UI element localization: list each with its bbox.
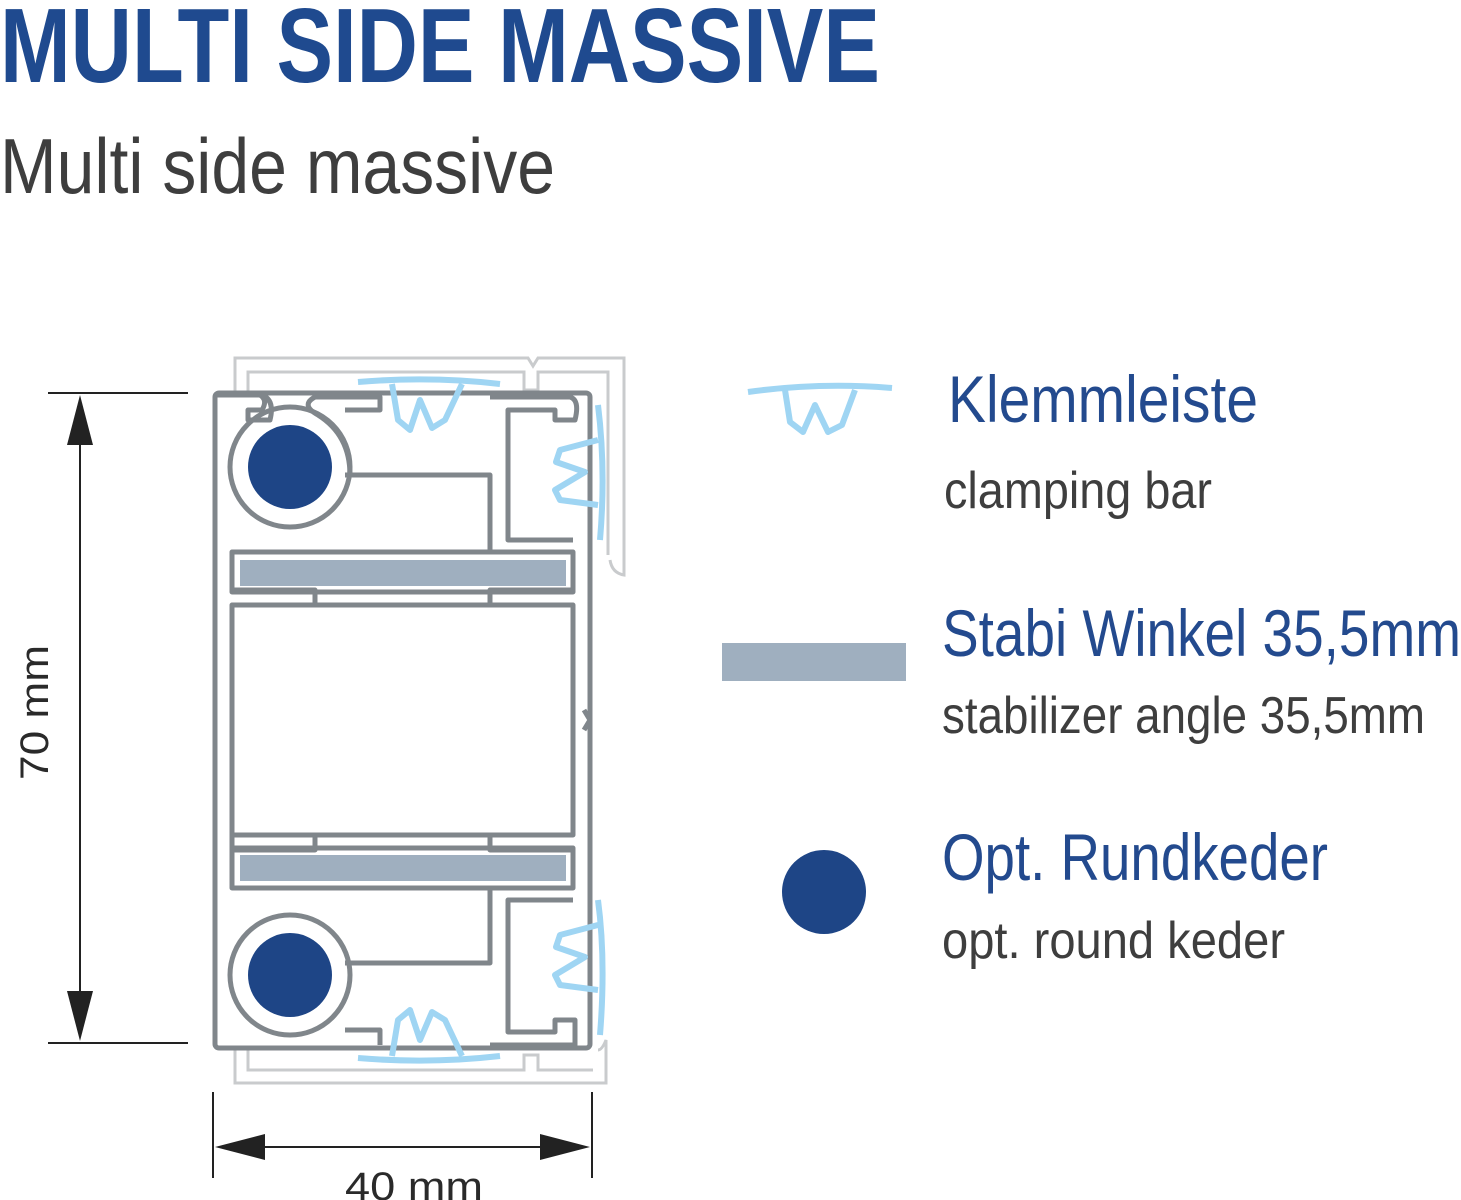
legend-label: Klemmleiste xyxy=(948,362,1258,436)
page-title: MULTI SIDE MASSIVE xyxy=(0,0,880,105)
legend-item-stabilizer: Stabi Winkel 35,5mm stabilizer angle 35,… xyxy=(722,596,1461,745)
aluminium-profile xyxy=(212,390,593,1051)
stabilizer-bar-top xyxy=(240,560,566,586)
stabilizer-bar-bottom xyxy=(240,855,566,881)
legend-sublabel: stabilizer angle 35,5mm xyxy=(942,687,1425,745)
height-dimension: 70 mm xyxy=(13,392,188,1044)
round-keder-icon xyxy=(782,850,866,934)
page-subtitle: Multi side massive xyxy=(0,122,555,210)
clamping-bars xyxy=(357,376,606,1064)
keder-bottom xyxy=(248,933,332,1017)
legend-item-keder: Opt. Rundkeder opt. round keder xyxy=(782,820,1328,970)
width-label: 40 mm xyxy=(345,1165,483,1200)
height-label: 70 mm xyxy=(13,645,57,780)
legend-label: Opt. Rundkeder xyxy=(942,820,1328,894)
legend-item-clamping-bar: Klemmleiste clamping bar xyxy=(747,362,1258,520)
width-dimension: 40 mm xyxy=(212,1092,593,1200)
stabilizer-angle-icon xyxy=(722,643,906,681)
keder-top xyxy=(248,425,332,509)
clamping-bar-icon xyxy=(747,382,893,435)
legend-label: Stabi Winkel 35,5mm xyxy=(942,596,1461,670)
legend-sublabel: opt. round keder xyxy=(942,912,1285,970)
legend-sublabel: clamping bar xyxy=(944,462,1212,520)
cover-profile xyxy=(233,356,626,1085)
